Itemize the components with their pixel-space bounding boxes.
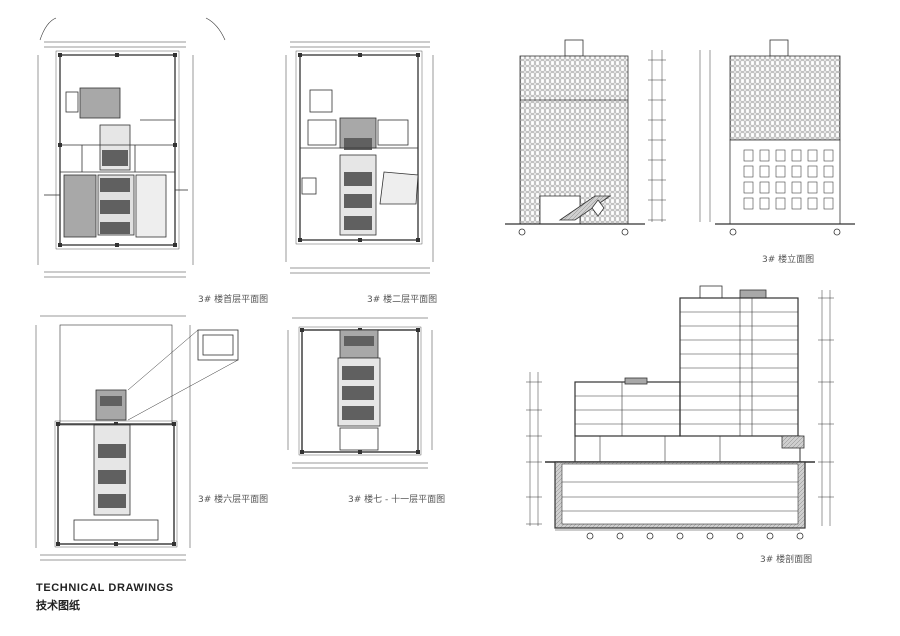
ground-floor-plan — [37, 17, 226, 278]
typical-floor-plan — [287, 317, 433, 469]
footer-title-en: TECHNICAL DRAWINGS — [36, 582, 174, 594]
caption-second-floor-plan: 3# 楼二层平面图 — [367, 295, 438, 305]
front-elevation — [505, 39, 666, 236]
caption-elevations: 3# 楼立面图 — [762, 255, 815, 265]
sixth-floor-plan — [35, 315, 239, 561]
footer-title-zh: 技术图纸 — [36, 599, 80, 612]
building-section — [526, 285, 834, 540]
caption-typical-floor-plan: 3# 楼七 - 十一层平面图 — [348, 495, 446, 505]
second-floor-plan — [285, 41, 434, 274]
caption-section: 3# 楼剖面图 — [760, 555, 813, 565]
side-elevation — [699, 39, 855, 236]
caption-ground-floor-plan: 3# 楼首层平面图 — [198, 295, 269, 305]
caption-sixth-floor-plan: 3# 楼六层平面图 — [198, 495, 269, 505]
